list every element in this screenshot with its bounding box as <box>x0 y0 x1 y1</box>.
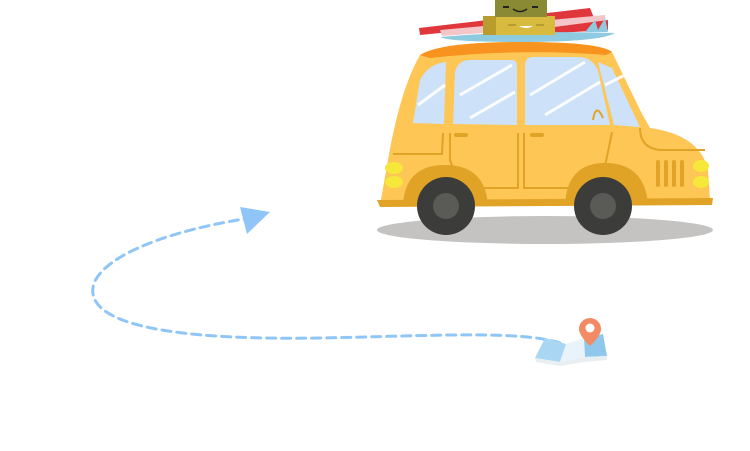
map-pin-icon <box>579 318 601 346</box>
wheel-front <box>574 177 632 235</box>
car-icon <box>377 0 713 244</box>
dashed-route-arrow-icon <box>91 207 562 345</box>
wheel-rear <box>417 177 475 235</box>
luggage-icon <box>419 0 615 42</box>
